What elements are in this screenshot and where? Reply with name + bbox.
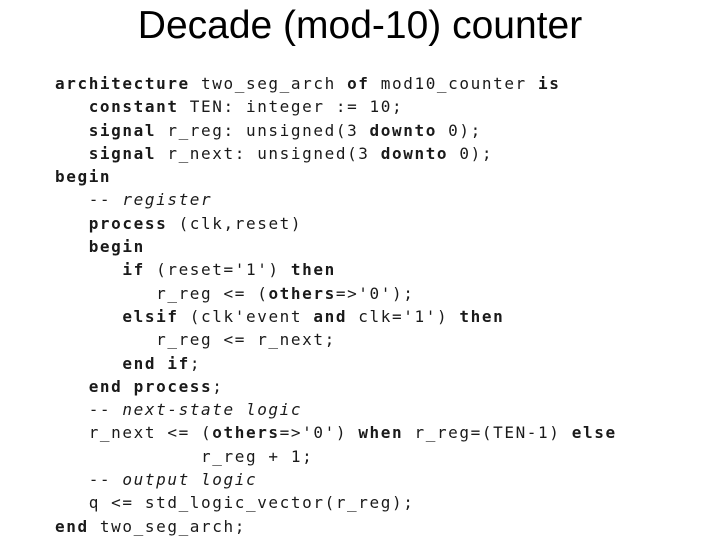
code-keyword: others (212, 423, 280, 443)
code-line: end if; (55, 352, 617, 375)
code-text: mod10_counter (369, 74, 539, 93)
code-text: r_next: unsigned(3 (156, 143, 381, 163)
code-keyword: elsif (122, 306, 179, 326)
code-line: architecture two_seg_arch of mod10_count… (55, 72, 617, 95)
code-line: signal r_next: unsigned(3 downto 0); (55, 142, 617, 165)
code-indent (55, 284, 156, 303)
code-text: two_seg_arch; (88, 516, 246, 536)
code-text: r_next <= ( (88, 423, 213, 443)
code-text: (clk'event (178, 306, 314, 326)
code-line: elsif (clk'event and clk='1') then (55, 305, 617, 328)
code-line: r_reg <= (others=>'0'); (55, 282, 617, 305)
code-listing: architecture two_seg_arch of mod10_count… (55, 72, 617, 538)
code-line: r_reg + 1; (55, 445, 617, 468)
code-text: r_reg <= ( (156, 283, 269, 303)
code-text: (clk,reset) (167, 213, 303, 233)
code-line: begin (55, 165, 617, 188)
code-text: r_reg: unsigned(3 (156, 120, 370, 140)
code-text: two_seg_arch (189, 74, 348, 93)
code-comment: next-state logic (122, 400, 303, 420)
code-keyword: then (290, 260, 336, 280)
code-keyword: others (268, 283, 336, 303)
code-keyword: when (358, 423, 404, 443)
code-indent (55, 307, 122, 326)
code-indent (55, 330, 156, 349)
code-text: 0); (436, 120, 482, 140)
code-indent (55, 260, 122, 279)
code-keyword: and (313, 306, 348, 326)
code-keyword: constant (88, 97, 179, 117)
code-indent (55, 447, 201, 466)
code-indent (55, 423, 89, 442)
code-line: end two_seg_arch; (55, 515, 617, 538)
code-text: TEN: integer := 10; (178, 97, 404, 117)
code-line: r_reg <= r_next; (55, 328, 617, 351)
code-indent (55, 121, 89, 140)
code-keyword: begin (88, 237, 145, 257)
code-line: r_next <= (others=>'0') when r_reg=(TEN-… (55, 421, 617, 444)
code-indent (55, 190, 89, 209)
code-text: -- (88, 400, 123, 420)
code-text: 0); (448, 143, 494, 163)
code-keyword: then (459, 306, 505, 326)
code-line: q <= std_logic_vector(r_reg); (55, 491, 617, 514)
code-text: (reset='1') (144, 260, 291, 280)
code-line: -- next-state logic (55, 398, 617, 421)
code-keyword: architecture (55, 74, 190, 93)
code-text: ; (212, 376, 224, 396)
code-text: -- (88, 190, 123, 210)
code-keyword: of (347, 74, 370, 93)
code-indent (55, 97, 89, 116)
code-indent (55, 214, 89, 233)
code-indent (55, 470, 89, 489)
code-text: =>'0') (279, 423, 359, 443)
code-text: r_reg=(TEN-1) (403, 423, 572, 443)
code-indent (55, 354, 122, 373)
code-keyword: begin (55, 167, 112, 187)
code-line: signal r_reg: unsigned(3 downto 0); (55, 119, 617, 142)
code-text: -- (88, 470, 123, 490)
code-keyword: signal (88, 120, 157, 140)
code-text: r_reg <= r_next; (156, 330, 336, 350)
code-indent (55, 144, 89, 163)
code-line: end process; (55, 375, 617, 398)
code-line: process (clk,reset) (55, 212, 617, 235)
code-indent (55, 377, 89, 396)
code-keyword: end process (88, 376, 213, 396)
code-keyword: is (538, 74, 561, 93)
code-keyword: signal (88, 143, 157, 163)
code-text: clk='1') (347, 306, 460, 326)
code-text: ; (189, 353, 202, 373)
code-line: begin (55, 235, 617, 258)
code-line: if (reset='1') then (55, 258, 617, 281)
code-keyword: else (571, 423, 617, 443)
code-text: q <= std_logic_vector(r_reg); (88, 493, 415, 513)
code-indent (55, 400, 89, 419)
code-keyword: process (88, 213, 168, 233)
code-indent (55, 493, 89, 512)
slide-title: Decade (mod-10) counter (137, 4, 583, 47)
code-indent (55, 237, 89, 256)
code-keyword: end if (122, 353, 190, 373)
code-keyword: end (55, 516, 89, 536)
code-line: -- output logic (55, 468, 617, 491)
code-text: =>'0'); (335, 283, 415, 303)
code-text: r_reg + 1; (201, 446, 314, 466)
code-keyword: downto (369, 120, 437, 140)
code-keyword: if (122, 260, 145, 280)
code-comment: register (122, 190, 213, 210)
code-comment: output logic (122, 470, 258, 490)
code-line: constant TEN: integer := 10; (55, 95, 617, 118)
code-line: -- register (55, 188, 617, 211)
code-keyword: downto (380, 143, 449, 163)
